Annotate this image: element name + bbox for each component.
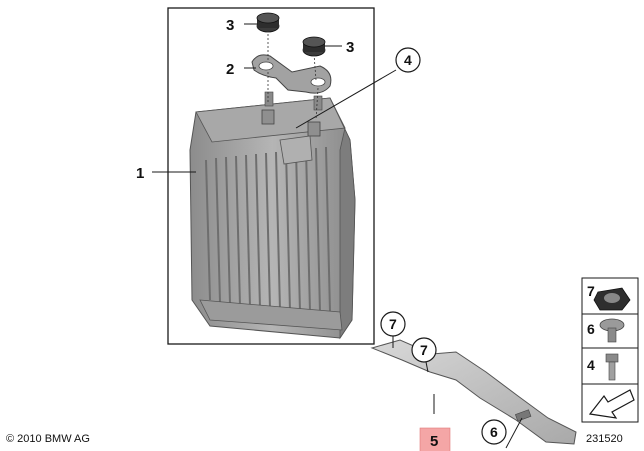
- callout-circle-screw: [481, 419, 507, 445]
- legend-nut-label: 7: [587, 283, 595, 299]
- callout-nut-left: 7: [389, 316, 397, 332]
- callout-grommet-left: 3: [226, 17, 234, 34]
- callout-circle-pipe-connector: [395, 47, 421, 73]
- leader-lines: [152, 23, 523, 449]
- legend-bolt-label: 4: [587, 357, 595, 373]
- support-arm-illustration: [370, 339, 577, 445]
- grommet-left-illustration: [256, 12, 280, 33]
- callout-bracket: 2: [226, 61, 234, 78]
- assembly-frame: [167, 7, 375, 345]
- legend-bolt-icon: [605, 353, 619, 381]
- callout-nut-right: 7: [420, 342, 428, 358]
- legend-screw-label: 6: [587, 321, 595, 337]
- callout-screw: 6: [490, 424, 498, 440]
- legend-nut-icon: [593, 287, 631, 311]
- callout-grommet-right: 3: [346, 39, 354, 56]
- diagram-id-text: 231520: [586, 433, 623, 445]
- assembly-lines: [267, 30, 319, 121]
- small-parts-legend: 7 6 4: [581, 277, 639, 423]
- callout-radiator: 1: [136, 165, 144, 182]
- callout-circle-nut-left: [380, 311, 406, 337]
- radiator-illustration: [189, 97, 356, 340]
- legend-arrow-icon: [588, 389, 635, 419]
- callout-circle-nut-right: [411, 337, 437, 363]
- callout-support-arm: 5: [430, 433, 438, 450]
- bracket-illustration: [251, 54, 332, 111]
- copyright-text: © 2010 BMW AG: [6, 433, 90, 445]
- legend-screw-icon: [599, 318, 625, 343]
- callout-pipe-connector: 4: [404, 52, 412, 68]
- highlight-support-arm: [419, 427, 451, 451]
- grommet-right-illustration: [302, 36, 326, 57]
